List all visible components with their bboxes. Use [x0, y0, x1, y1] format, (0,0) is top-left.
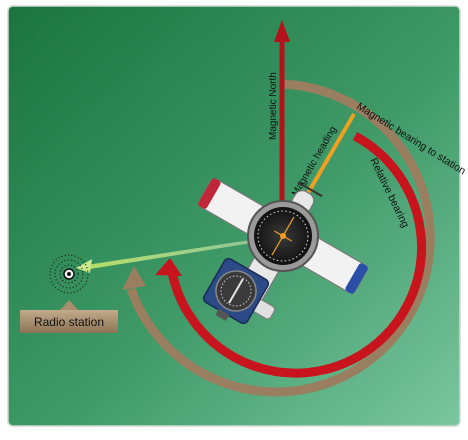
broadcast-tower-icon	[49, 254, 89, 294]
magnetic-north-arrowhead	[274, 20, 290, 42]
bearing-line-arrowhead	[76, 259, 92, 273]
radio-station-label-pointer	[60, 300, 78, 310]
magnetic-bearing-arrowhead	[122, 266, 146, 290]
bearing-line-to-station	[80, 235, 283, 270]
magnetic-north-label: Magnetic North	[268, 72, 279, 140]
magnetic-north-shaft	[279, 40, 285, 240]
adf-instrument-icon	[202, 257, 270, 325]
magnetic-bearing-arc	[126, 79, 435, 397]
radio-station-label-box	[20, 310, 118, 333]
radio-station-label: Radio station	[34, 315, 104, 329]
relative-bearing-arrowhead	[155, 258, 182, 276]
compass-gauge-icon	[247, 200, 319, 272]
relative-bearing-arc	[167, 132, 426, 378]
